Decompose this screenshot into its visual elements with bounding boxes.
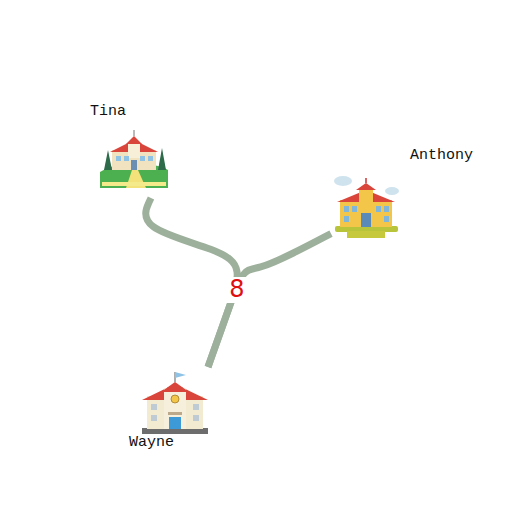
school-icon bbox=[142, 372, 208, 434]
school-icon bbox=[100, 128, 168, 194]
school-node: Anthony bbox=[333, 176, 399, 240]
school-node: Tina bbox=[100, 126, 168, 196]
connector-line bbox=[208, 234, 331, 367]
edge-weight: 8 bbox=[227, 277, 246, 302]
school-node: Wayne bbox=[141, 370, 209, 436]
school-name: Tina bbox=[90, 104, 126, 119]
school-name: Wayne bbox=[129, 435, 174, 450]
connector-line bbox=[146, 198, 237, 367]
school-name: Anthony bbox=[410, 148, 473, 163]
school-icon bbox=[334, 176, 399, 238]
